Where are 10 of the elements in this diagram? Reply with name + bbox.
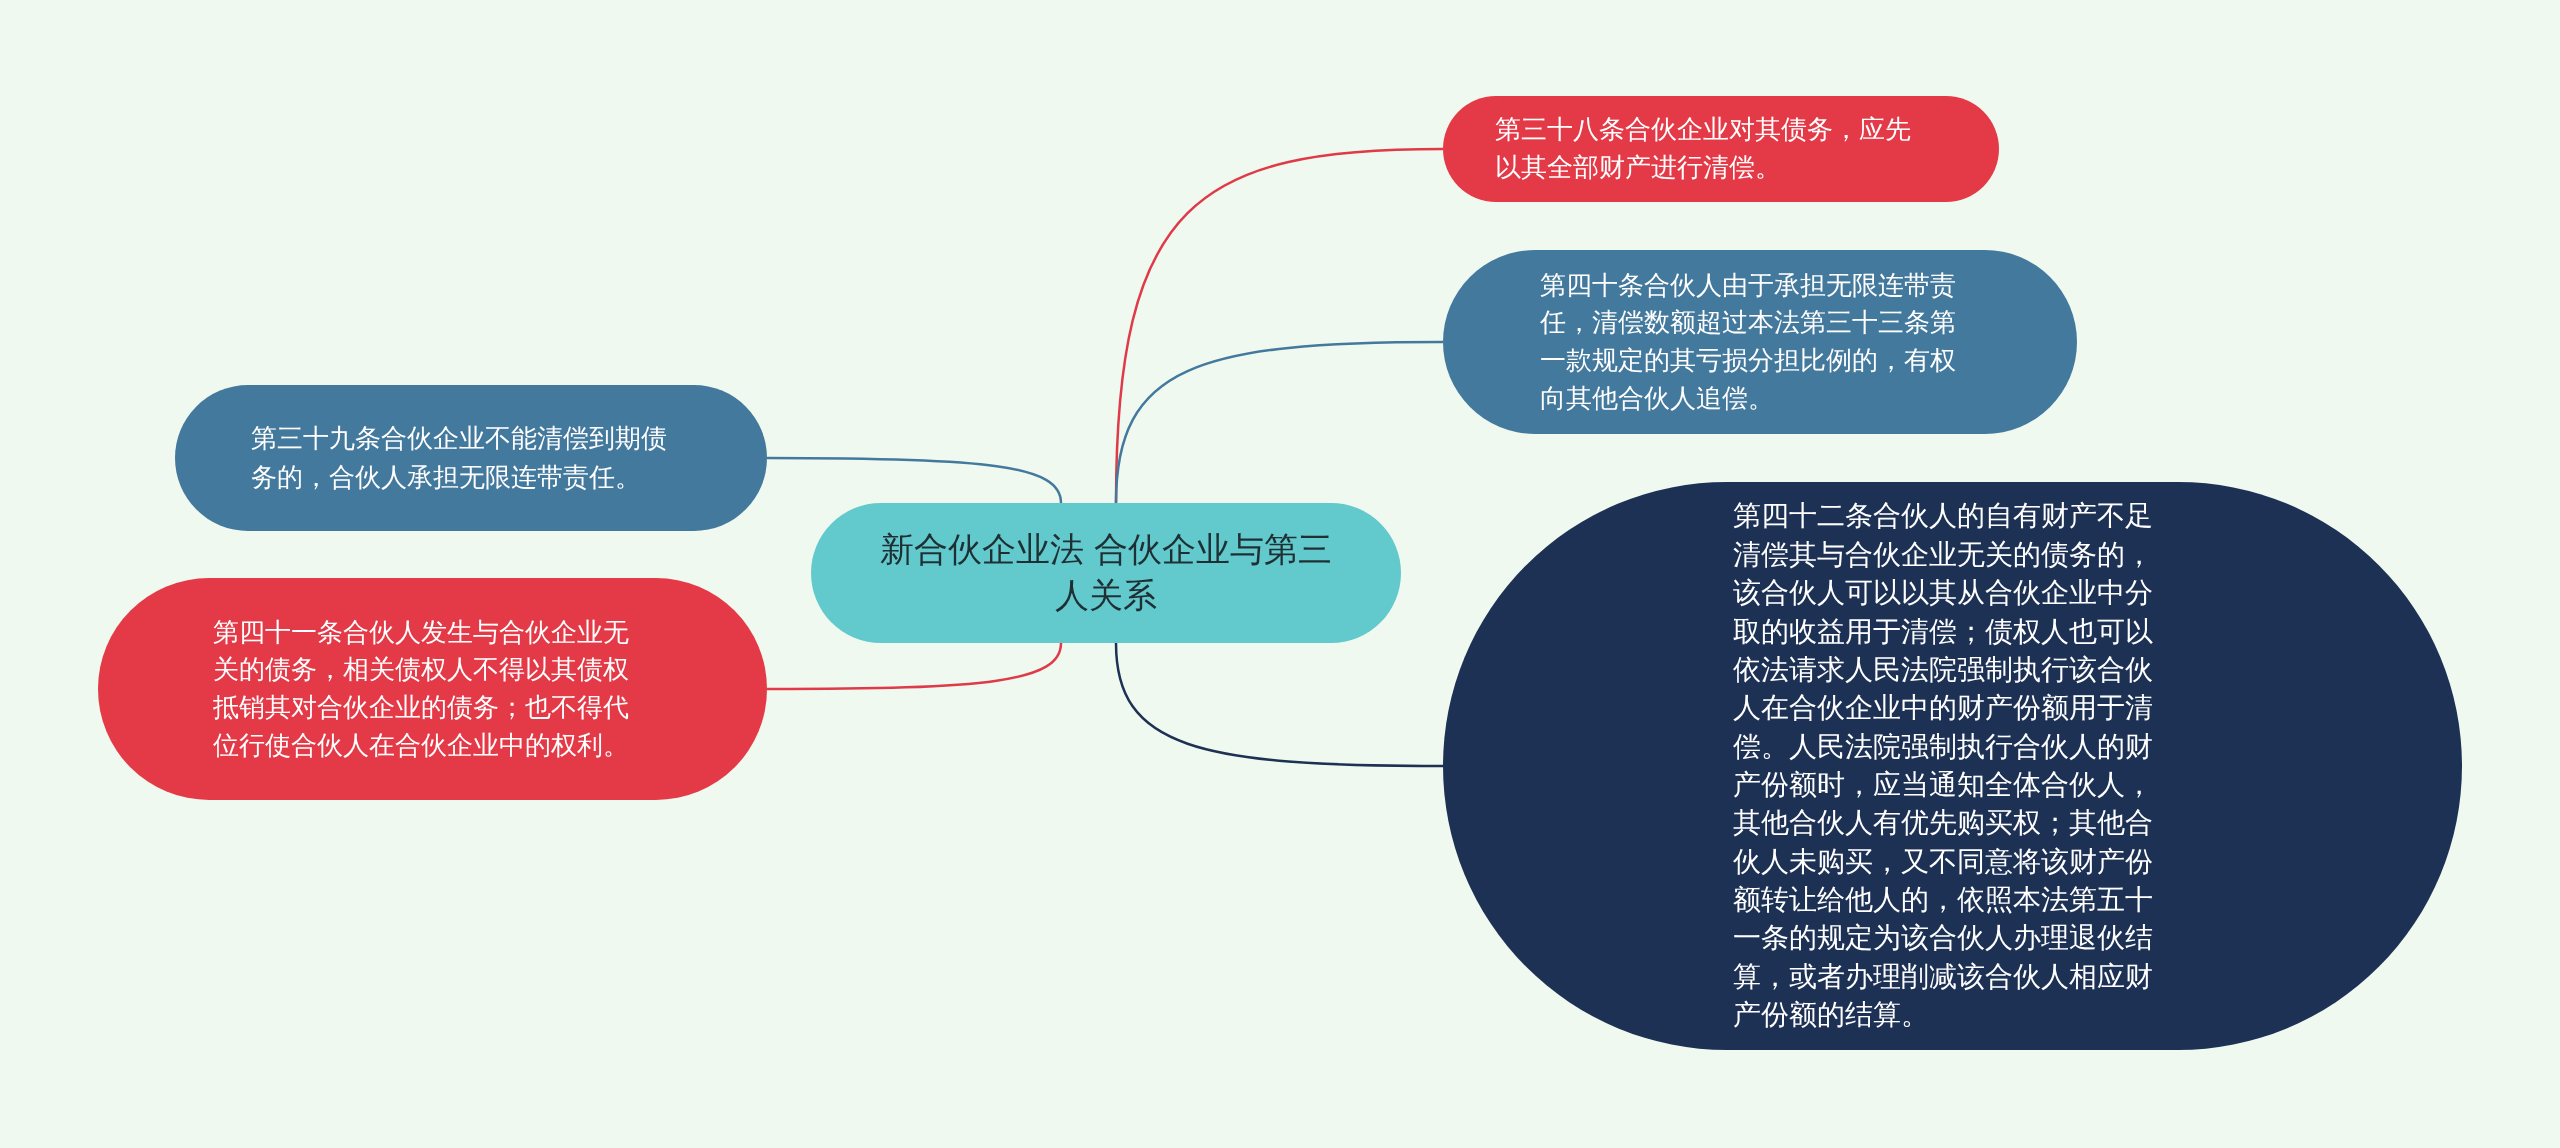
topic-text: 第四十条合伙人由于承担无限连带责任，清偿数额超过本法第三十三条第一款规定的其亏损分担比例的，有权向其他合伙人追偿。 <box>1540 268 1957 415</box>
connector-line <box>1114 642 1443 768</box>
connector-line <box>1114 340 1443 504</box>
topic-text: 新合伙企业法 合伙企业与第三人关系 <box>878 528 1334 617</box>
connector-line <box>767 456 1063 504</box>
topic-text: 第四十二条合伙人的自有财产不足清偿其与合伙企业无关的债务的，该合伙人可以以其从合伙企业中分取的收益用于清偿；债权人也可以依法请求人民法院强制执行该合伙人在合伙企业中的财产份额用于清偿。人民法院强制执行合伙人的财产份额时，应当通知全体合伙人，其他合伙人有优先购买权；其他合伙人未购买，又不同意将该财产份额转让给他人的，依照本法第五十一条的规定为该合伙人办理退伙结算，或者办理削减该合伙人相应财产份额的结算。 <box>1732 498 2154 1034</box>
topic-text: 第四十一条合伙人发生与合伙企业无关的债务，相关债权人不得以其债权抵销其对合伙企业的债务；也不得代位行使合伙人在合伙企业中的权利。 <box>212 615 630 762</box>
topic-text: 第三十九条合伙企业不能清偿到期债务的，合伙人承担无限连带责任。 <box>251 422 668 494</box>
connector-line <box>767 642 1063 691</box>
topic-text: 第三十八条合伙企业对其债务，应先以其全部财产进行清偿。 <box>1495 113 1912 184</box>
